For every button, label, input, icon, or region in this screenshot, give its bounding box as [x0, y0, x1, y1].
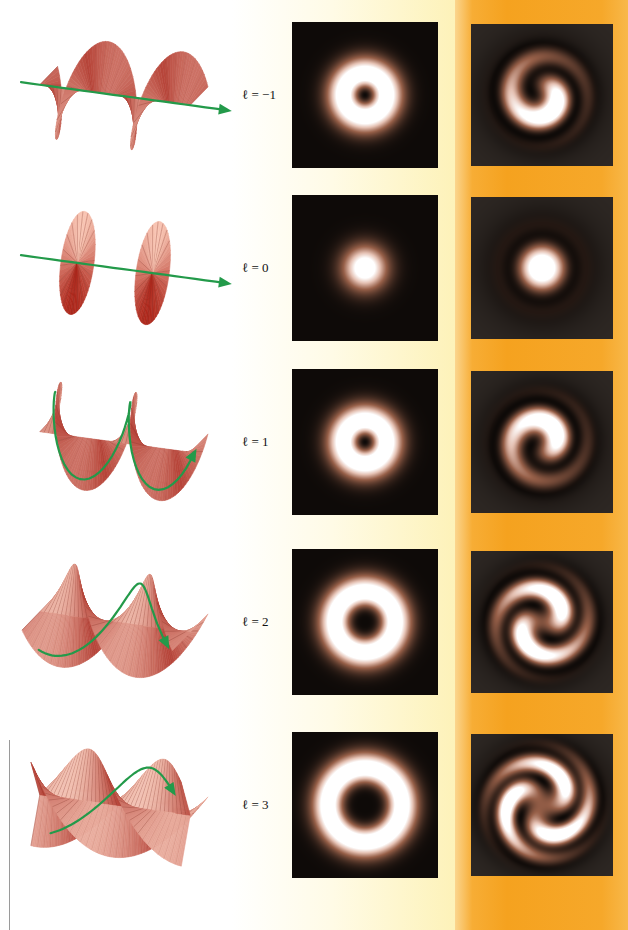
- wavefront-mesh: [57, 436, 74, 441]
- wavefront-facet: [106, 772, 116, 805]
- intensity-profile: [292, 22, 438, 168]
- wavefront-mesh: [40, 66, 58, 84]
- wavefront-facet: [69, 263, 78, 315]
- propagation-arrow: [39, 584, 167, 656]
- wavefront-facet: [138, 811, 157, 835]
- helical-wavefront: [22, 564, 208, 678]
- arrow-head: [218, 277, 232, 288]
- wavefront-facet: [71, 565, 76, 616]
- helical-wavefront: [21, 41, 232, 149]
- wavefront-facet: [46, 795, 63, 798]
- wavefront-facet: [155, 627, 159, 673]
- wavefront-mesh: [31, 795, 40, 846]
- wavefront-facet: [74, 566, 77, 616]
- wavefront-facet: [70, 263, 77, 315]
- wavefront-facet: [74, 263, 78, 314]
- wavefront-mesh: [139, 101, 156, 106]
- interference-pattern: [471, 734, 613, 876]
- interference-pattern: [471, 371, 613, 513]
- wavefront-facet: [31, 795, 41, 846]
- wavefront-facet: [72, 263, 78, 315]
- margin-rule: [9, 740, 10, 930]
- wavefront-facet: [189, 614, 208, 632]
- wavefront-facet: [149, 273, 153, 324]
- propagation-arrow: [51, 768, 173, 834]
- wavefront-facet: [56, 432, 73, 437]
- helical-wavefront: [31, 749, 208, 866]
- wavefront-facet: [75, 567, 77, 617]
- wavefront-facet: [72, 565, 76, 616]
- propagation-arrow: [21, 255, 226, 283]
- wavefront-facet: [67, 263, 77, 314]
- wavefront-facet: [139, 811, 158, 836]
- intensity-profile: [292, 732, 438, 878]
- wavefront-facet: [94, 753, 96, 803]
- wavefront-mesh: [151, 578, 153, 627]
- wavefront-facet: [153, 255, 171, 273]
- wavefront-facet: [179, 778, 187, 815]
- wavefront-facet: [92, 752, 95, 802]
- wavefront-facet: [132, 447, 150, 457]
- wavefront-facet: [153, 222, 159, 274]
- helical-wavefront: [40, 382, 208, 501]
- wavefront-mesh: [74, 566, 76, 616]
- wavefront-facet: [73, 566, 77, 617]
- wavefront-facet: [144, 273, 153, 325]
- arrow-head: [159, 635, 170, 649]
- wavefront-facet: [64, 801, 83, 826]
- wavefront-facet: [95, 753, 96, 802]
- wavefront-mesh: [138, 811, 156, 834]
- wavefront-facet: [57, 436, 75, 446]
- wavefront-mesh: [153, 222, 159, 274]
- wavefront-facet: [147, 273, 153, 325]
- wavefront-facet: [189, 797, 208, 815]
- wavefront-facet: [153, 222, 157, 273]
- wavefront-mesh: [95, 754, 96, 803]
- wavefront-facet: [77, 212, 81, 263]
- wavefront-mesh: [72, 263, 78, 315]
- wavefront-facet: [22, 612, 41, 633]
- wavefront-facet: [153, 222, 160, 274]
- wavefront-facet: [24, 612, 43, 637]
- mode-label: ℓ = 1: [242, 434, 269, 450]
- wavefront-facet: [142, 273, 153, 324]
- wavefront-facet: [181, 781, 191, 815]
- wavefront-mesh: [78, 617, 80, 664]
- mode-label: ℓ = 3: [242, 797, 269, 813]
- wavefront-facet: [32, 764, 43, 796]
- wavefront-facet: [170, 632, 189, 648]
- wavefront-mesh: [22, 612, 40, 630]
- mode-label: ℓ = 0: [242, 260, 269, 276]
- propagation-arrow: [21, 82, 226, 110]
- mode-label: ℓ = 2: [242, 614, 269, 630]
- interference-pattern: [471, 551, 613, 693]
- arrow-head: [218, 104, 232, 115]
- wavefront-facet: [131, 442, 148, 447]
- propagation-arrow: [54, 392, 194, 490]
- wavefront-mesh: [122, 807, 138, 808]
- wavefront-facet: [77, 211, 84, 263]
- wavefront-mesh: [131, 442, 147, 446]
- wavefront-facet: [23, 612, 42, 635]
- intensity-profile: [292, 195, 438, 341]
- intensity-profile: [292, 549, 438, 695]
- wavefront-facet: [81, 617, 85, 662]
- helical-wavefront: [21, 211, 232, 324]
- arrow-head: [164, 782, 176, 796]
- interference-pattern: [471, 24, 613, 166]
- mode-label: ℓ = −1: [242, 87, 276, 103]
- wavefront-mesh: [77, 211, 83, 263]
- arrow-head: [186, 449, 197, 463]
- wavefront-facet: [145, 273, 152, 325]
- interference-pattern: [471, 197, 613, 339]
- wavefront-facet: [40, 66, 59, 85]
- intensity-profile: [292, 369, 438, 515]
- wavefront-facet: [77, 245, 95, 263]
- wavefront-facet: [77, 211, 83, 263]
- wavefront-mesh: [147, 273, 153, 325]
- wavefront-facet: [189, 434, 208, 452]
